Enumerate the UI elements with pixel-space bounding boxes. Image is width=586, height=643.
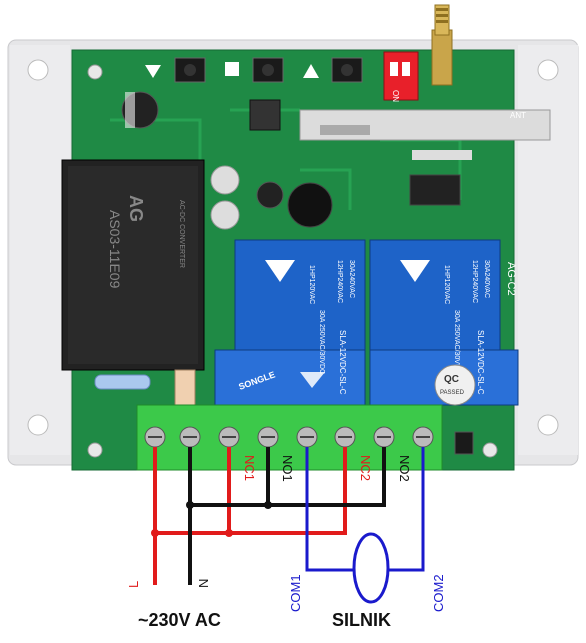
motor-icon: [352, 532, 390, 604]
board-side-label: AG-C2: [505, 262, 517, 296]
mount-hole-icon: [27, 59, 49, 81]
relay1-rating3: 30A240VAC: [348, 260, 355, 298]
songle-logo-icon: [300, 372, 325, 388]
mains-caption: ~230V AC: [138, 610, 221, 630]
relay2-model: SLA-12VDC-SL-C: [476, 330, 485, 395]
com2-label: COM2: [431, 574, 446, 612]
relay1-model: SLA-12VDC-SL-C: [338, 330, 347, 395]
power-module-model: AS03-11E09: [107, 210, 123, 289]
wire-com1: [305, 447, 355, 572]
inductor-icon: [249, 99, 281, 131]
n-label: N: [196, 579, 211, 588]
power-module-brand: AG: [126, 195, 146, 222]
capacitor-icon: [210, 165, 240, 195]
wire-n-to-no2: [190, 447, 386, 507]
relay2-rating2: 1HP120VAC: [443, 265, 450, 304]
mount-hole-icon: [537, 59, 559, 81]
passed-label: PASSED: [440, 390, 465, 396]
reset-button[interactable]: [454, 431, 474, 455]
chip-icon: [409, 174, 461, 206]
wire-l-to-com2: [155, 447, 347, 535]
wire-com2: [388, 447, 425, 572]
l-label: L: [126, 581, 141, 588]
mount-hole-icon: [27, 414, 49, 436]
arrow-up-icon: [303, 64, 319, 78]
square-icon: [225, 62, 239, 76]
com1-label: COM1: [288, 574, 303, 612]
mount-hole-icon: [537, 414, 559, 436]
buzzer-icon: [287, 182, 333, 228]
dip-switch[interactable]: ON: [383, 51, 419, 102]
qc-label: QC: [444, 374, 459, 385]
arrow-down-icon: [145, 65, 161, 78]
no1-label: NO1: [280, 455, 295, 482]
relay-2: 30A240VAC 12HP240VAC 1HP120VAC 30A 250VA…: [369, 239, 519, 406]
motor-caption: SILNIK: [332, 610, 392, 630]
wires: [151, 447, 425, 604]
capacitor-icon: [256, 181, 284, 209]
power-module: AG AS03-11E09 AC-DC CONVERTER: [61, 159, 205, 406]
relay2-rating1: 30A 250VAC/30VDC: [453, 310, 460, 374]
warning-icon: [400, 260, 430, 282]
nc1-label: NC1: [242, 455, 257, 481]
learn-buttons: [145, 57, 363, 83]
relay1-rating4: 12HP240VAC: [336, 260, 343, 303]
capacitor-icon: [210, 200, 240, 230]
resistor-icon: [94, 374, 151, 390]
components: [121, 91, 472, 230]
nc2-label: NC2: [358, 455, 373, 481]
power-module-side: AC-DC CONVERTER: [178, 200, 185, 268]
no2-label: NO2: [397, 455, 412, 482]
relay2-rating3: 30A240VAC: [483, 260, 490, 298]
relay1-rating1: 30A 250VAC/30VDC: [318, 310, 325, 374]
warning-icon: [265, 260, 295, 282]
relay1-rating2: 1HP120VAC: [308, 265, 315, 304]
relay-1: 30A240VAC 12HP240VAC 1HP120VAC 30A 250VA…: [214, 239, 366, 406]
ant-label: ANT: [510, 111, 526, 120]
dip-on-label: ON: [391, 90, 400, 102]
relay2-rating4: 12HP240VAC: [471, 260, 478, 303]
qc-passed-sticker: [434, 364, 476, 406]
